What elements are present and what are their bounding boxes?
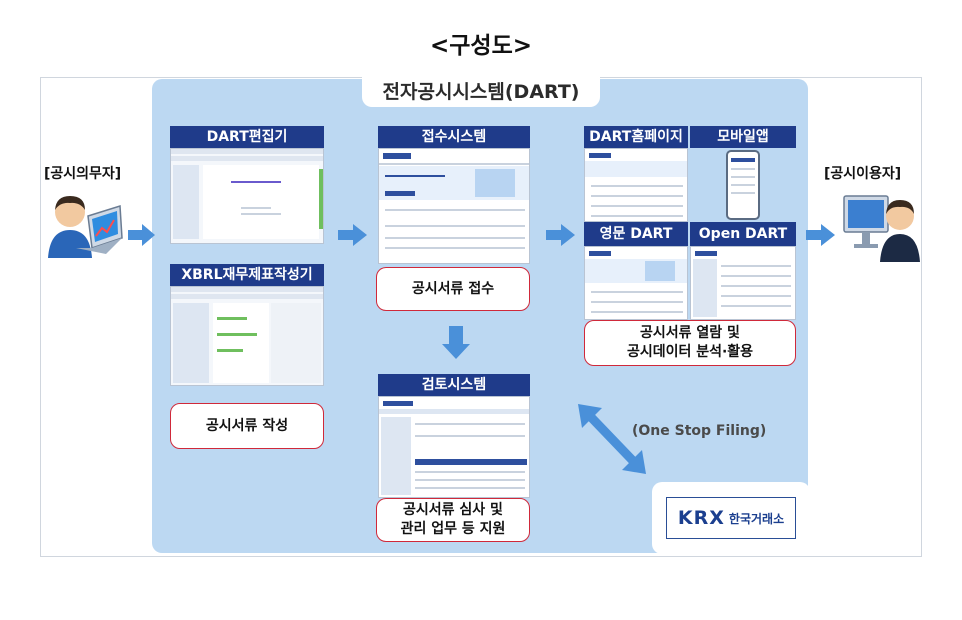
- module-header-editor: DART편집기: [170, 126, 324, 148]
- caption-write: 공시서류 작성: [170, 403, 324, 449]
- homepage-screenshot: [584, 148, 688, 222]
- xbrl-screenshot: [170, 286, 324, 386]
- arrow-down-icon: [442, 326, 470, 359]
- mobile-phone-icon: [726, 150, 760, 220]
- english-dart-screenshot: [584, 246, 688, 320]
- system-title: 전자공시시스템(DART): [362, 77, 600, 107]
- module-header-homepage: DART홈페이지: [584, 126, 688, 148]
- receive-screenshot: [378, 148, 530, 264]
- arrow-bidirectional-icon: [578, 404, 646, 474]
- module-header-xbrl: XBRL재무제표작성기: [170, 264, 324, 286]
- krx-logo: KRX 한국거래소: [666, 497, 796, 539]
- module-header-mobile: 모바일앱: [690, 126, 796, 148]
- person-monitor-icon: [843, 195, 920, 262]
- module-header-english: 영문 DART: [584, 222, 688, 246]
- arrow-right-icon: [546, 224, 575, 246]
- person-laptop-icon: [48, 196, 123, 258]
- one-stop-filing-label: (One Stop Filing): [632, 423, 767, 439]
- open-dart-screenshot: [690, 246, 796, 320]
- caption-receive: 공시서류 접수: [376, 267, 530, 311]
- module-header-open: Open DART: [690, 222, 796, 246]
- page-title: <구성도>: [429, 33, 533, 59]
- actor-label-discloser: [공시의무자]: [44, 166, 122, 182]
- arrow-right-icon: [338, 224, 367, 246]
- arrow-right-icon: [806, 224, 835, 246]
- module-header-receive: 접수시스템: [378, 126, 530, 148]
- arrow-right-icon: [128, 224, 155, 246]
- module-header-review: 검토시스템: [378, 374, 530, 396]
- actor-label-user: [공시이용자]: [824, 166, 902, 182]
- review-screenshot: [378, 396, 530, 498]
- editor-screenshot: [170, 148, 324, 244]
